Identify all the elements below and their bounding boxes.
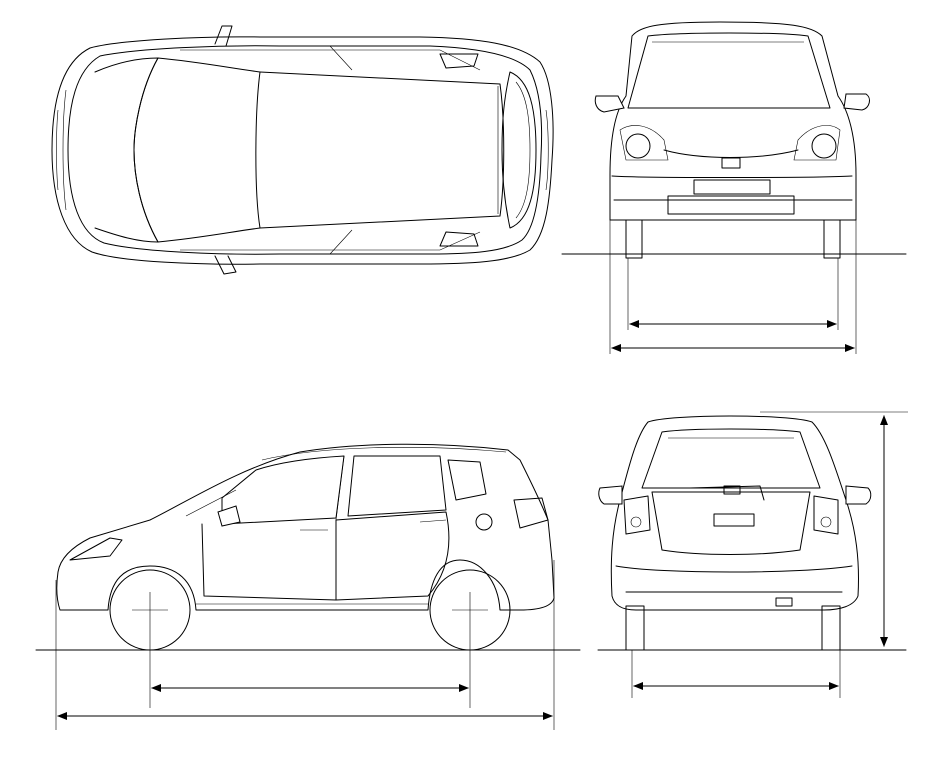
- side-body-outline: [56, 443, 555, 611]
- top-windshield: [133, 57, 261, 243]
- front-bumper-top: [611, 175, 853, 178]
- front-badge: [721, 157, 741, 169]
- top-hood: [94, 57, 159, 243]
- top-lower-quarter-window: [439, 231, 479, 247]
- side-mirror: [217, 505, 241, 527]
- rear-left-lamp: [623, 495, 651, 535]
- rear-left-lamp-dot: [630, 516, 642, 528]
- rear-body-outline: [610, 415, 859, 611]
- rear-wiper: [689, 485, 765, 501]
- front-lower-grille: [667, 195, 795, 215]
- top-front-bumper-inner: [62, 89, 67, 211]
- top-upper-quarter-window: [439, 53, 479, 69]
- rear-right-tire: [821, 605, 841, 651]
- top-body-inner: [67, 45, 543, 255]
- top-front-bumper: [56, 109, 59, 191]
- side-headlamp: [69, 537, 123, 561]
- side-b-pillar: [335, 455, 345, 521]
- front-left-lamp-housing: [619, 125, 669, 161]
- rear-left-tire: [625, 605, 645, 651]
- rear-wiper-motor: [723, 485, 741, 495]
- side-rear-lamp: [513, 497, 549, 529]
- top-lower-beltline: [180, 231, 481, 251]
- front-right-mirror: [843, 93, 870, 111]
- front-right-lamp-housing: [793, 125, 841, 161]
- top-rear-window: [501, 71, 537, 229]
- rear-right-mirror: [845, 485, 872, 505]
- front-right-tire: [823, 219, 841, 259]
- top-roof: [259, 71, 505, 229]
- top-door-split-upper: [329, 45, 353, 71]
- side-a-pillar: [185, 489, 237, 517]
- top-rear-window-inner: [515, 81, 531, 219]
- side-fuel-lid: [475, 513, 493, 531]
- rear-tailgate: [651, 491, 811, 555]
- top-rear-bumper: [545, 109, 549, 191]
- rear-right-lamp: [813, 495, 839, 535]
- rear-right-lamp-dot: [820, 516, 832, 528]
- side-quarter-window: [447, 459, 487, 501]
- top-view: [51, 25, 554, 275]
- top-upper-beltline: [180, 49, 481, 71]
- side-rear-door: [335, 511, 450, 601]
- front-license-plate: [693, 179, 771, 195]
- rear-exhaust: [775, 597, 793, 607]
- front-right-headlight: [811, 133, 837, 159]
- front-left-headlight: [625, 133, 651, 159]
- side-rear-window: [347, 455, 447, 517]
- side-front-door: [201, 519, 337, 601]
- top-left-mirror: [214, 25, 233, 47]
- top-body-outline: [51, 36, 554, 265]
- front-view: [561, 21, 907, 354]
- front-grille-line: [663, 149, 799, 158]
- front-left-tire: [625, 219, 643, 259]
- side-roof-line: [261, 447, 507, 461]
- top-door-split-lower: [329, 229, 353, 255]
- rear-left-mirror: [598, 485, 623, 505]
- top-right-mirror: [214, 255, 237, 275]
- side-front-window: [221, 455, 345, 525]
- front-windshield: [627, 32, 831, 109]
- front-body-outline: [609, 21, 857, 221]
- side-rear-door-handle: [419, 519, 447, 523]
- front-left-mirror: [594, 95, 625, 113]
- rear-view: [597, 411, 908, 698]
- rear-license-plate: [713, 513, 755, 527]
- side-view: [35, 443, 581, 730]
- rear-bumper-top: [615, 565, 853, 573]
- rear-window: [641, 428, 821, 489]
